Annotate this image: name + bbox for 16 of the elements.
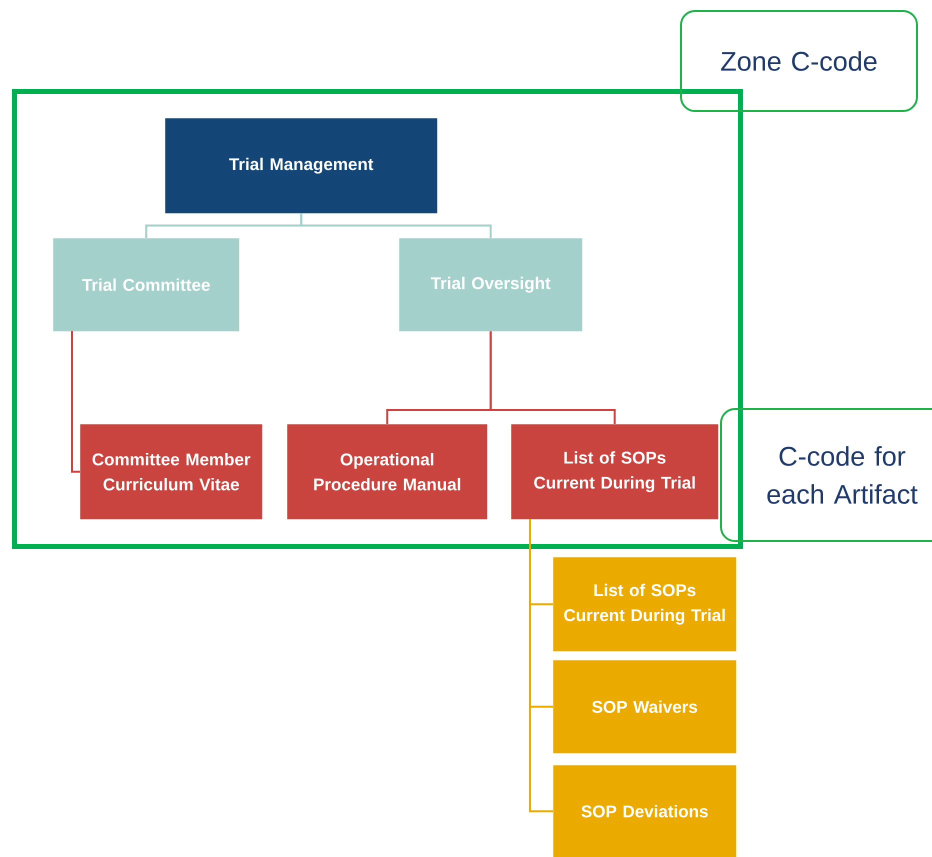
connector-line <box>300 213 492 238</box>
process-box: Trial Management <box>165 118 438 214</box>
artifact-box: Operational Procedure Manual <box>287 424 488 520</box>
callout-box: Zone C-code <box>680 10 918 112</box>
artifact-box: List of SOPs Current During Trial <box>511 424 718 520</box>
connector-line <box>71 331 80 473</box>
connector-line <box>490 331 616 424</box>
artifact-box: SOP Waivers <box>553 660 736 754</box>
process-box: Trial Oversight <box>399 238 582 332</box>
zone-frame <box>12 89 743 549</box>
artifact-box: SOP Deviations <box>553 765 736 857</box>
callout-box: C-code for each Artifact <box>720 408 932 542</box>
connector-line <box>529 519 553 812</box>
artifact-box: Committee Member Curriculum Vitae <box>80 424 262 520</box>
process-box: Trial Committee <box>53 238 240 332</box>
artifact-box: List of SOPs Current During Trial <box>553 557 736 652</box>
